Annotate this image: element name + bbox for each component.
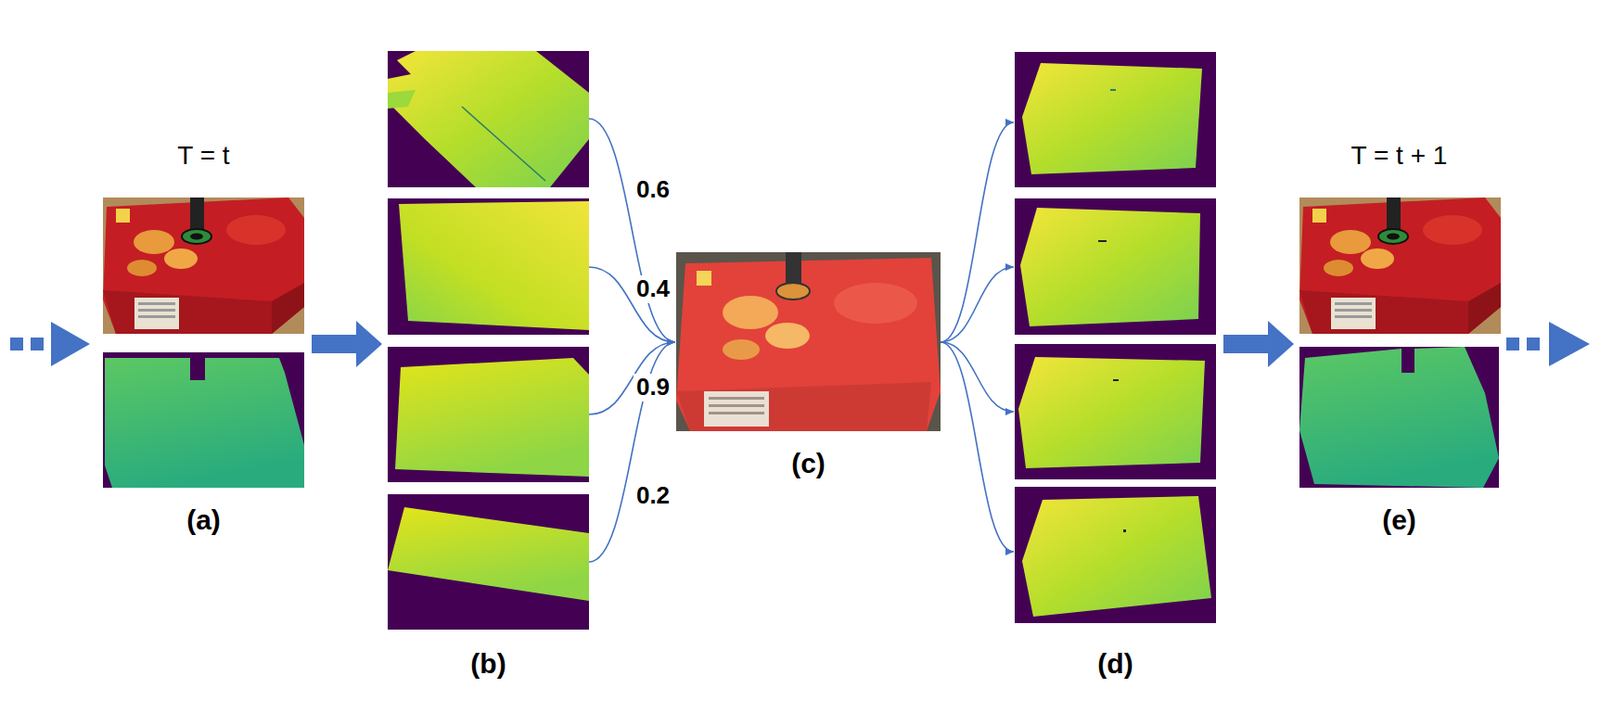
time-label: T = t + 1: [1351, 140, 1448, 171]
panel-label: (c): [791, 448, 826, 481]
depth-image: [387, 198, 589, 335]
image-panel: (b): [387, 51, 589, 680]
image-panel: (c): [676, 252, 941, 480]
depth-image: [1014, 198, 1216, 335]
rgb-image: [1299, 197, 1501, 334]
panel-label: (a): [186, 504, 221, 538]
depth-image: [1014, 486, 1216, 624]
panel-label: (e): [1382, 504, 1417, 538]
score-label: 0.4: [633, 275, 673, 304]
depth-image: [102, 352, 305, 488]
continuation-arrow: [10, 321, 90, 367]
score-label: 0.9: [633, 373, 673, 402]
flow-curve: [588, 342, 676, 563]
block-arrow: [1223, 334, 1268, 354]
flow-curve: [940, 122, 1014, 343]
flow-curve: [940, 267, 1014, 343]
flow-curve: [588, 342, 676, 415]
continuation-arrow: [1506, 321, 1590, 367]
panel-label: (b): [470, 648, 506, 681]
depth-image: [1299, 346, 1499, 488]
flow-curve: [940, 342, 1014, 412]
depth-image: [1014, 51, 1216, 188]
block-arrow: [311, 334, 357, 354]
panel-label: (d): [1097, 648, 1133, 681]
image-panel: T = t (a): [102, 140, 305, 537]
image-panel: T = t + 1 (e): [1299, 140, 1499, 537]
flow-curve: [588, 267, 676, 343]
flow-curve: [588, 118, 676, 343]
depth-image: [1014, 344, 1216, 480]
image-panel: (d): [1014, 51, 1216, 680]
score-label: 0.2: [633, 482, 673, 511]
depth-image: [387, 51, 589, 188]
depth-image: [387, 494, 589, 630]
time-label: T = t: [177, 140, 230, 171]
depth-image: [387, 346, 589, 483]
rgb-image: [102, 197, 305, 334]
rgb-image: [676, 252, 941, 432]
flow-curve: [940, 342, 1014, 552]
score-label: 0.6: [633, 176, 673, 205]
